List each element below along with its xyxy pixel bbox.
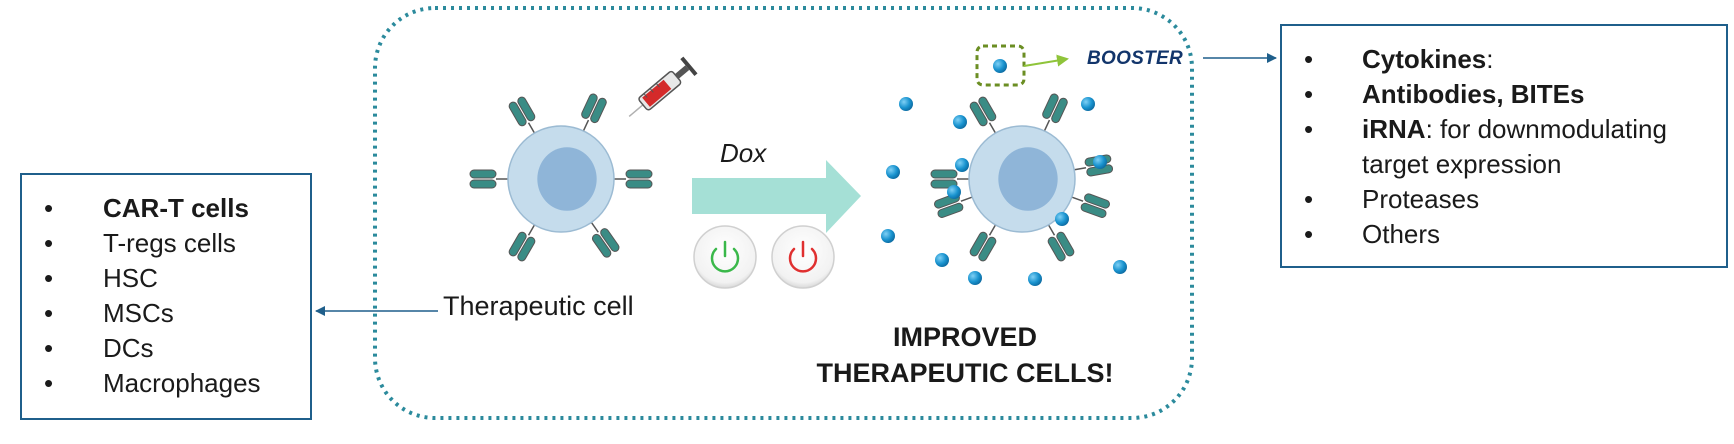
list-item: •Proteases bbox=[1282, 182, 1726, 217]
bullet: • bbox=[1304, 114, 1314, 144]
booster-molecule bbox=[1113, 260, 1127, 274]
result-line-2: THERAPEUTIC CELLS! bbox=[816, 358, 1114, 388]
receptor bbox=[612, 169, 653, 189]
booster-molecule bbox=[947, 185, 961, 199]
bullet: • bbox=[44, 333, 54, 363]
receptor bbox=[581, 93, 607, 134]
list-item: •DCs bbox=[22, 331, 310, 366]
list-item: •Others bbox=[1282, 217, 1726, 252]
list-item: •Cytokines: bbox=[1282, 42, 1726, 77]
bullet: • bbox=[44, 193, 54, 223]
list-item-continuation: target expression bbox=[1362, 149, 1562, 179]
booster-arrow bbox=[1023, 54, 1069, 67]
power-off-icon bbox=[771, 225, 835, 289]
booster-types-box: •Cytokines: •Antibodies, BITEs •iRNA: fo… bbox=[1280, 24, 1728, 268]
list-item: •CAR-T cells bbox=[22, 191, 310, 226]
list-item: •HSC bbox=[22, 261, 310, 296]
receptor bbox=[1072, 154, 1114, 177]
booster-molecules bbox=[881, 59, 1127, 286]
booster-molecule bbox=[886, 165, 900, 179]
bullet: • bbox=[1304, 219, 1314, 249]
list-item: •iRNA: for downmodulating bbox=[1282, 112, 1726, 147]
booster-molecule bbox=[1081, 97, 1095, 111]
booster-molecule bbox=[953, 115, 967, 129]
cell-icon bbox=[469, 93, 653, 262]
dox-arrow bbox=[692, 160, 861, 233]
nucleus bbox=[998, 147, 1058, 211]
cell-types-box: •CAR-T cells •T-regs cells •HSC •MSCs •D… bbox=[20, 173, 312, 420]
bullet: • bbox=[44, 228, 54, 258]
booster-molecule bbox=[881, 229, 895, 243]
booster-molecule bbox=[1093, 155, 1107, 169]
booster-molecule bbox=[935, 253, 949, 267]
booster-molecule bbox=[899, 97, 913, 111]
power-on-icon bbox=[693, 225, 757, 289]
bullet: • bbox=[1304, 184, 1314, 214]
booster-molecule bbox=[993, 59, 1007, 73]
receptor bbox=[930, 169, 971, 189]
bullet: • bbox=[44, 298, 54, 328]
result-label: IMPROVED THERAPEUTIC CELLS! bbox=[815, 319, 1115, 391]
result-line-1: IMPROVED bbox=[892, 322, 1038, 352]
list-item: •Macrophages bbox=[22, 366, 310, 401]
bullet: • bbox=[1304, 79, 1314, 109]
syringe-icon bbox=[628, 56, 698, 117]
receptor bbox=[469, 169, 510, 189]
booster-molecule bbox=[968, 271, 982, 285]
booster-molecule bbox=[1028, 272, 1042, 286]
booster-molecule bbox=[1055, 212, 1069, 226]
list-item: •Antibodies, BITEs bbox=[1282, 77, 1726, 112]
bullet: • bbox=[44, 368, 54, 398]
receptor bbox=[1069, 193, 1110, 218]
list-item: •MSCs bbox=[22, 296, 310, 331]
therapeutic-cell-label: Therapeutic cell bbox=[443, 291, 634, 321]
booster-types-list: •Cytokines: •Antibodies, BITEs •iRNA: fo… bbox=[1282, 42, 1726, 252]
receptor bbox=[1042, 93, 1068, 134]
process-container bbox=[373, 6, 1194, 420]
booster-molecule bbox=[955, 158, 969, 172]
cell-types-list: •CAR-T cells •T-regs cells •HSC •MSCs •D… bbox=[22, 191, 310, 401]
bullet: • bbox=[44, 263, 54, 293]
booster-label: BOOSTER bbox=[1087, 48, 1184, 69]
nucleus bbox=[537, 147, 597, 211]
list-item: •T-regs cells bbox=[22, 226, 310, 261]
bullet: • bbox=[1304, 44, 1314, 74]
dox-label: Dox bbox=[720, 138, 767, 168]
improved-cell-icon bbox=[930, 93, 1114, 262]
receptor bbox=[969, 222, 998, 262]
